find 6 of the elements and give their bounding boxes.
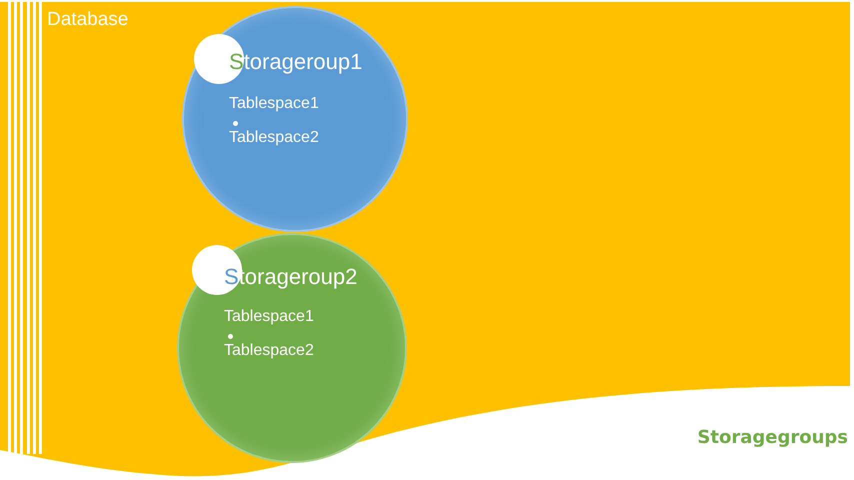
tablespace-text: Tablespace1 bbox=[229, 94, 319, 114]
tablespace-text: Tablespace2 bbox=[229, 128, 319, 148]
section-label: Storagegroups bbox=[697, 426, 848, 450]
tablespace-text: Tablespace1 bbox=[224, 307, 314, 327]
band-title: Database bbox=[47, 8, 128, 32]
tablespace-text: Tablespace2 bbox=[224, 341, 314, 361]
